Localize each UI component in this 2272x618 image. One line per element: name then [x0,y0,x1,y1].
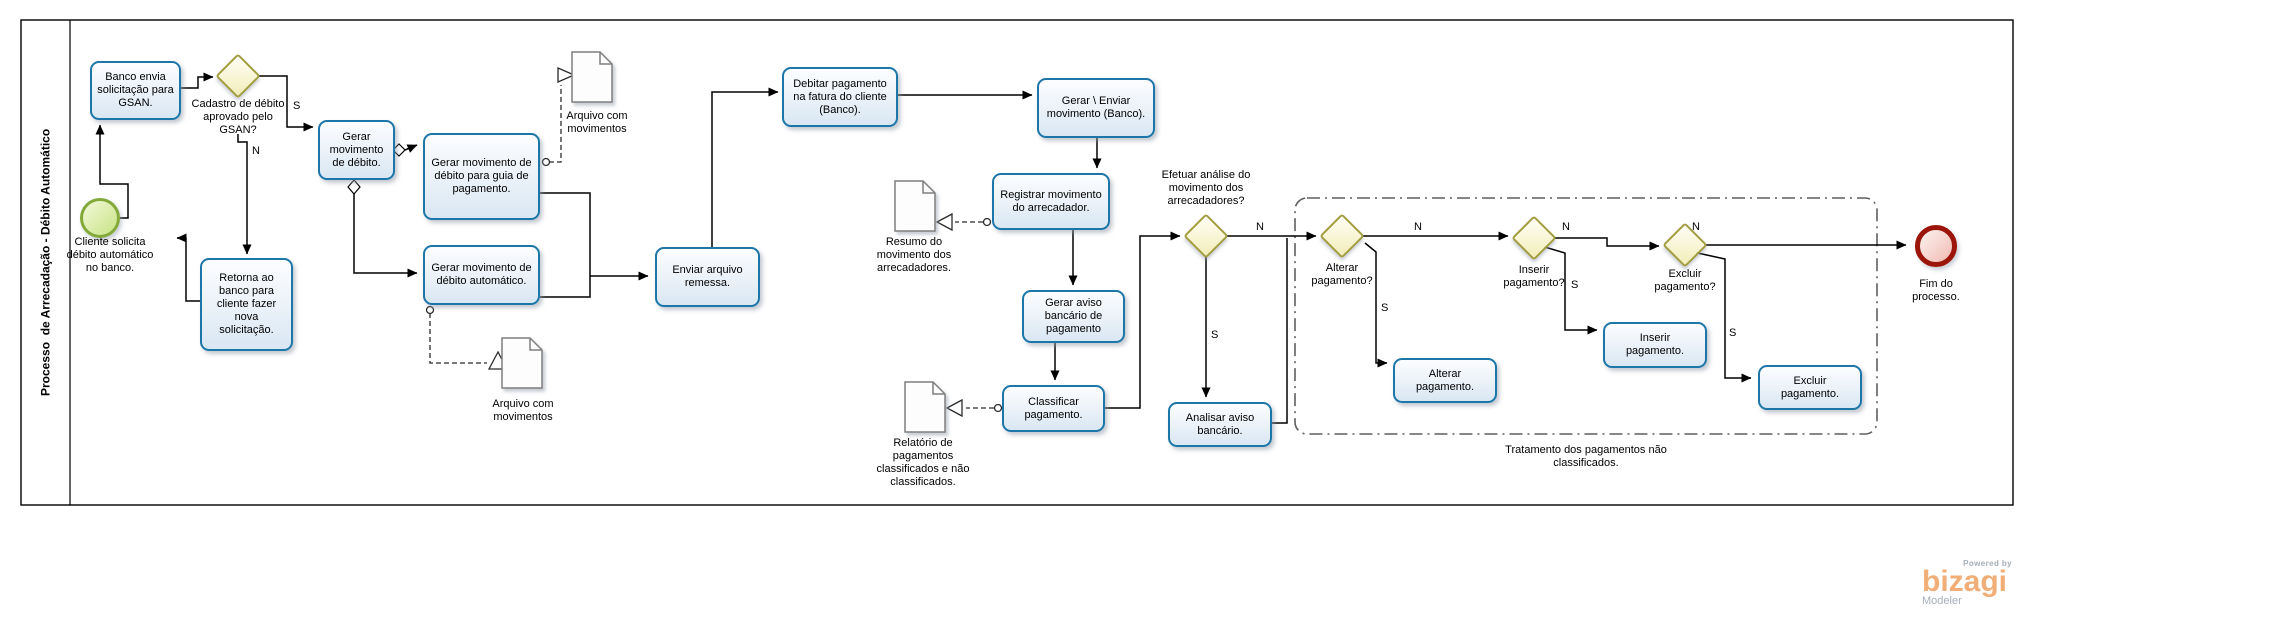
end-event-label: Fim do processo. [1912,278,1960,303]
gateway-cadastro-label: Cadastro de débito aprovado pelo GSAN? [191,98,285,136]
bizagi-product-text: Modeler [1922,595,1962,607]
assoc-arrowhead [945,398,963,418]
flow-retorna-back [176,233,200,302]
assoc-source-dot [425,305,435,315]
powered-by-text: Powered by [1963,559,2012,568]
flow-enviar-debitar [711,87,779,247]
flow-start-to-banco [95,124,129,219]
data-objects [501,51,946,433]
start-event-label: Cliente solicita débito automático no ba… [66,236,154,274]
document-arquivo-bottom-label: Arquivo com movimentos [492,398,554,423]
flow-label-cadastro-n: N [252,145,260,157]
assoc-source-dot [541,157,551,167]
assoc-arrowhead [935,212,953,232]
task-gerar-automatico[interactable]: Gerar movimento de débito automático. [423,245,540,305]
flow-label-excluir-n: N [1692,221,1700,233]
task-alterar[interactable]: Alterar pagamento. [1393,358,1497,403]
pool [20,19,2014,506]
document-relatorio-label: Relatório de pagamentos classificados e … [876,437,970,488]
task-classificar[interactable]: Classificar pagamento. [1002,385,1105,432]
task-registrar[interactable]: Registrar movimento do arrecadador. [992,173,1110,230]
flow-guia-merge [540,192,591,272]
flow-cond-guia [404,144,418,153]
flow-banco-to-cadastro [181,72,214,89]
assoc-source-dot [982,217,992,227]
assoc-arrowhead [557,67,576,83]
task-banco-envia[interactable]: Banco envia solicitação para GSAN. [90,61,181,120]
task-gerar-enviar-banco[interactable]: Gerar \ Enviar movimento (Banco). [1037,78,1155,138]
document-relatorio-icon[interactable] [904,381,946,433]
associations [429,85,994,409]
assoc-auto-arquivo [429,313,487,364]
task-gerar-aviso[interactable]: Gerar aviso bancário de pagamento [1022,290,1125,343]
sequence-flows [95,72,1907,424]
association-ends [425,67,1003,418]
task-enviar-remessa[interactable]: Enviar arquivo remessa. [655,247,760,307]
bizagi-brand-text: bizagi [1922,565,2008,598]
task-analisar[interactable]: Analisar aviso bancário. [1168,402,1272,447]
flow-auto-merge [540,272,591,298]
flow-label-inserir-n: N [1562,221,1570,233]
flow-label-excluir-s: S [1729,327,1737,339]
task-excluir[interactable]: Excluir pagamento. [1758,365,1862,410]
flow-label-cadastro-s: S [293,100,301,112]
pool-border [20,19,2014,506]
conditional-diamond-down [347,179,361,195]
bizagi-logo: Powered by bizagi Modeler [1922,559,2014,607]
flow-cond-automatico [353,194,418,278]
flow-classificar-efetuar [1105,231,1181,409]
flow-cadastro-n [237,134,252,255]
gateway-alterar-label: Alterar pagamento? [1311,262,1373,287]
task-inserir[interactable]: Inserir pagamento. [1603,322,1707,368]
task-gerar-guia[interactable]: Gerar movimento de débito para guia de p… [423,133,540,220]
document-resumo-label: Resumo do movimento dos arrecadadores. [876,236,952,274]
flow-label-inserir-s: S [1571,279,1579,291]
gateway-inserir-label: Inserir pagamento? [1503,264,1565,289]
flow-inserir-n [1554,237,1660,251]
assoc-guia-arquivo [549,85,562,163]
start-event[interactable] [80,198,120,238]
document-resumo-icon[interactable] [894,180,936,232]
flow-excluir-s [1692,251,1752,383]
end-event[interactable] [1915,225,1957,267]
task-gerar-movimento[interactable]: Gerar movimento de débito. [318,120,395,180]
flow-inserir-s [1537,244,1598,335]
assoc-source-dot [993,403,1003,413]
document-arquivo-bottom-icon[interactable] [501,337,543,389]
task-debitar[interactable]: Debitar pagamento na fatura do cliente (… [782,67,898,127]
flow-cadastro-s [259,75,314,132]
conditional-markers [347,143,406,195]
group-tratamento[interactable] [1294,197,1878,435]
flow-analisar-join [1272,238,1288,424]
gateway-excluir-label: Excluir pagamento? [1654,268,1716,293]
conditional-diamond-right [392,143,406,157]
flow-label-efetuar-s: S [1211,329,1219,341]
flow-label-alterar-n: N [1414,221,1422,233]
document-arquivo-top-icon[interactable] [571,51,613,103]
flow-label-efetuar-n: N [1256,221,1264,233]
document-arquivo-top-label: Arquivo com movimentos [566,110,628,135]
gateway-efetuar-label: Efetuar análise do movimento dos arrecad… [1161,169,1251,207]
group-tratamento-label: Tratamento dos pagamentos não classifica… [1505,444,1667,469]
flow-alterar-s [1364,242,1388,368]
flow-label-alterar-s: S [1381,302,1389,314]
task-retorna[interactable]: Retorna ao banco para cliente fazer nova… [200,258,293,351]
